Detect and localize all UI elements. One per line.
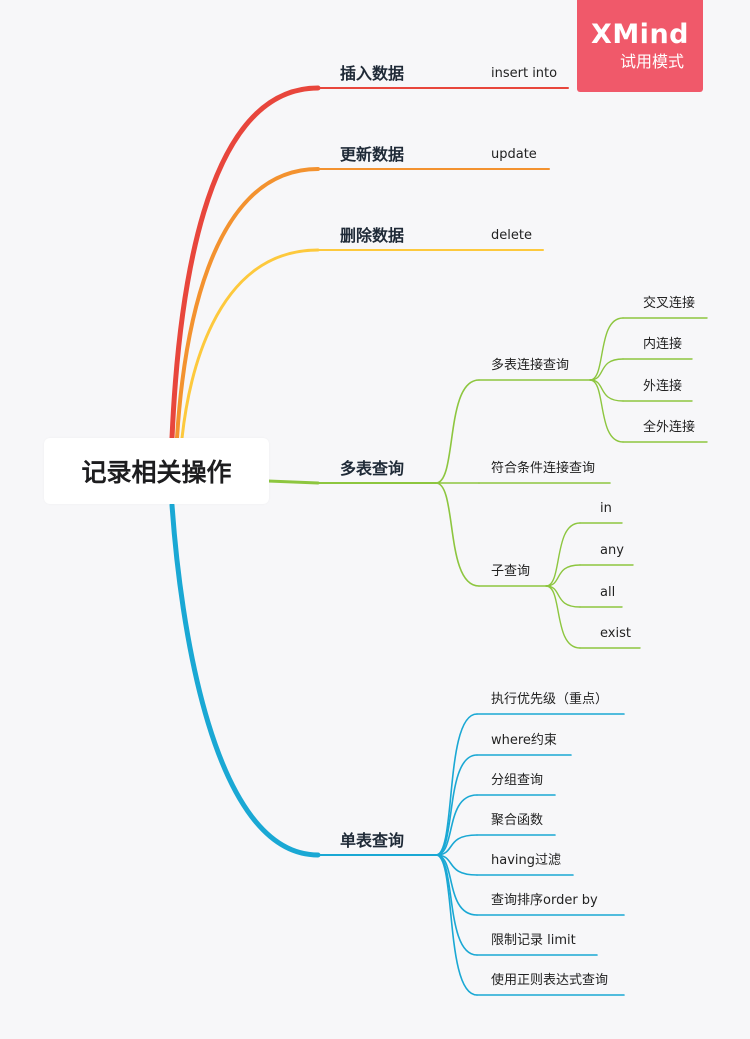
single-connector-7 (435, 854, 478, 996)
xmind-trial-watermark: XMind 试用模式 (577, 0, 703, 92)
subtopic-multi-1[interactable]: 符合条件连接查询 (491, 461, 596, 476)
branch-topic-single[interactable]: 单表查询 (340, 831, 405, 850)
grandchild-connector-0-0 (589, 317, 624, 381)
single-connector-2 (435, 794, 478, 856)
grandchild-topic-2-1[interactable]: any (600, 543, 624, 558)
subtopic-single-7[interactable]: 使用正则表达式查询 (491, 973, 609, 988)
subtopic-single-5[interactable]: 查询排序order by (491, 893, 598, 908)
grandchild-connector-2-3 (545, 585, 581, 649)
grandchild-topic-0-1[interactable]: 内连接 (643, 337, 683, 352)
watermark-title: XMind (591, 19, 689, 50)
branch-connector-multi (266, 479, 320, 485)
sub-connector-2 (435, 482, 480, 587)
root-topic-label: 记录相关操作 (81, 458, 232, 487)
branch-topic-multi[interactable]: 多表查询 (340, 459, 405, 478)
branch-connector-single (169, 502, 321, 858)
grandchild-topic-2-0[interactable]: in (600, 501, 612, 516)
grandchild-topic-2-2[interactable]: all (600, 585, 616, 600)
branch-topic-delete[interactable]: 删除数据 (340, 226, 405, 245)
grandchild-topic-0-2[interactable]: 外连接 (643, 379, 683, 394)
branch-connector-update (175, 167, 320, 440)
grandchild-connector-0-1 (589, 358, 624, 381)
subtopic-single-2[interactable]: 分组查询 (491, 773, 544, 788)
single-connector-5 (435, 854, 478, 916)
subtopic-single-6[interactable]: 限制记录 limit (491, 933, 576, 948)
subtopic-multi-0[interactable]: 多表连接查询 (491, 358, 570, 373)
subtopic-single-3[interactable]: 聚合函数 (491, 813, 544, 828)
single-connector-3 (435, 834, 478, 856)
subtopic-single-0[interactable]: 执行优先级（重点） (491, 692, 609, 707)
single-connector-0 (435, 713, 478, 856)
branch-connector-insert (169, 85, 321, 441)
single-connector-1 (435, 754, 478, 856)
grandchild-connector-2-1 (545, 564, 581, 587)
grandchild-topic-0-3[interactable]: 全外连接 (643, 420, 696, 435)
root-topic[interactable]: 记录相关操作 (44, 438, 269, 504)
grandchild-topic-0-0[interactable]: 交叉连接 (643, 296, 696, 311)
leaf-topic-insert[interactable]: insert into (491, 66, 558, 81)
sub-connector-0 (435, 379, 480, 484)
grandchild-connector-2-0 (545, 522, 581, 587)
branch-connector-delete (180, 248, 320, 440)
leaf-topic-update[interactable]: update (491, 147, 537, 162)
leaf-topic-delete[interactable]: delete (491, 228, 532, 243)
subtopic-single-4[interactable]: having过滤 (491, 853, 562, 868)
subtopic-single-1[interactable]: where约束 (491, 733, 557, 748)
grandchild-topic-2-3[interactable]: exist (600, 626, 631, 641)
branch-topic-update[interactable]: 更新数据 (340, 145, 405, 164)
watermark-subtitle: 试用模式 (619, 52, 684, 71)
grandchild-connector-0-3 (589, 379, 624, 443)
branch-topic-insert[interactable]: 插入数据 (340, 64, 405, 83)
subtopic-multi-2[interactable]: 子查询 (491, 564, 531, 579)
